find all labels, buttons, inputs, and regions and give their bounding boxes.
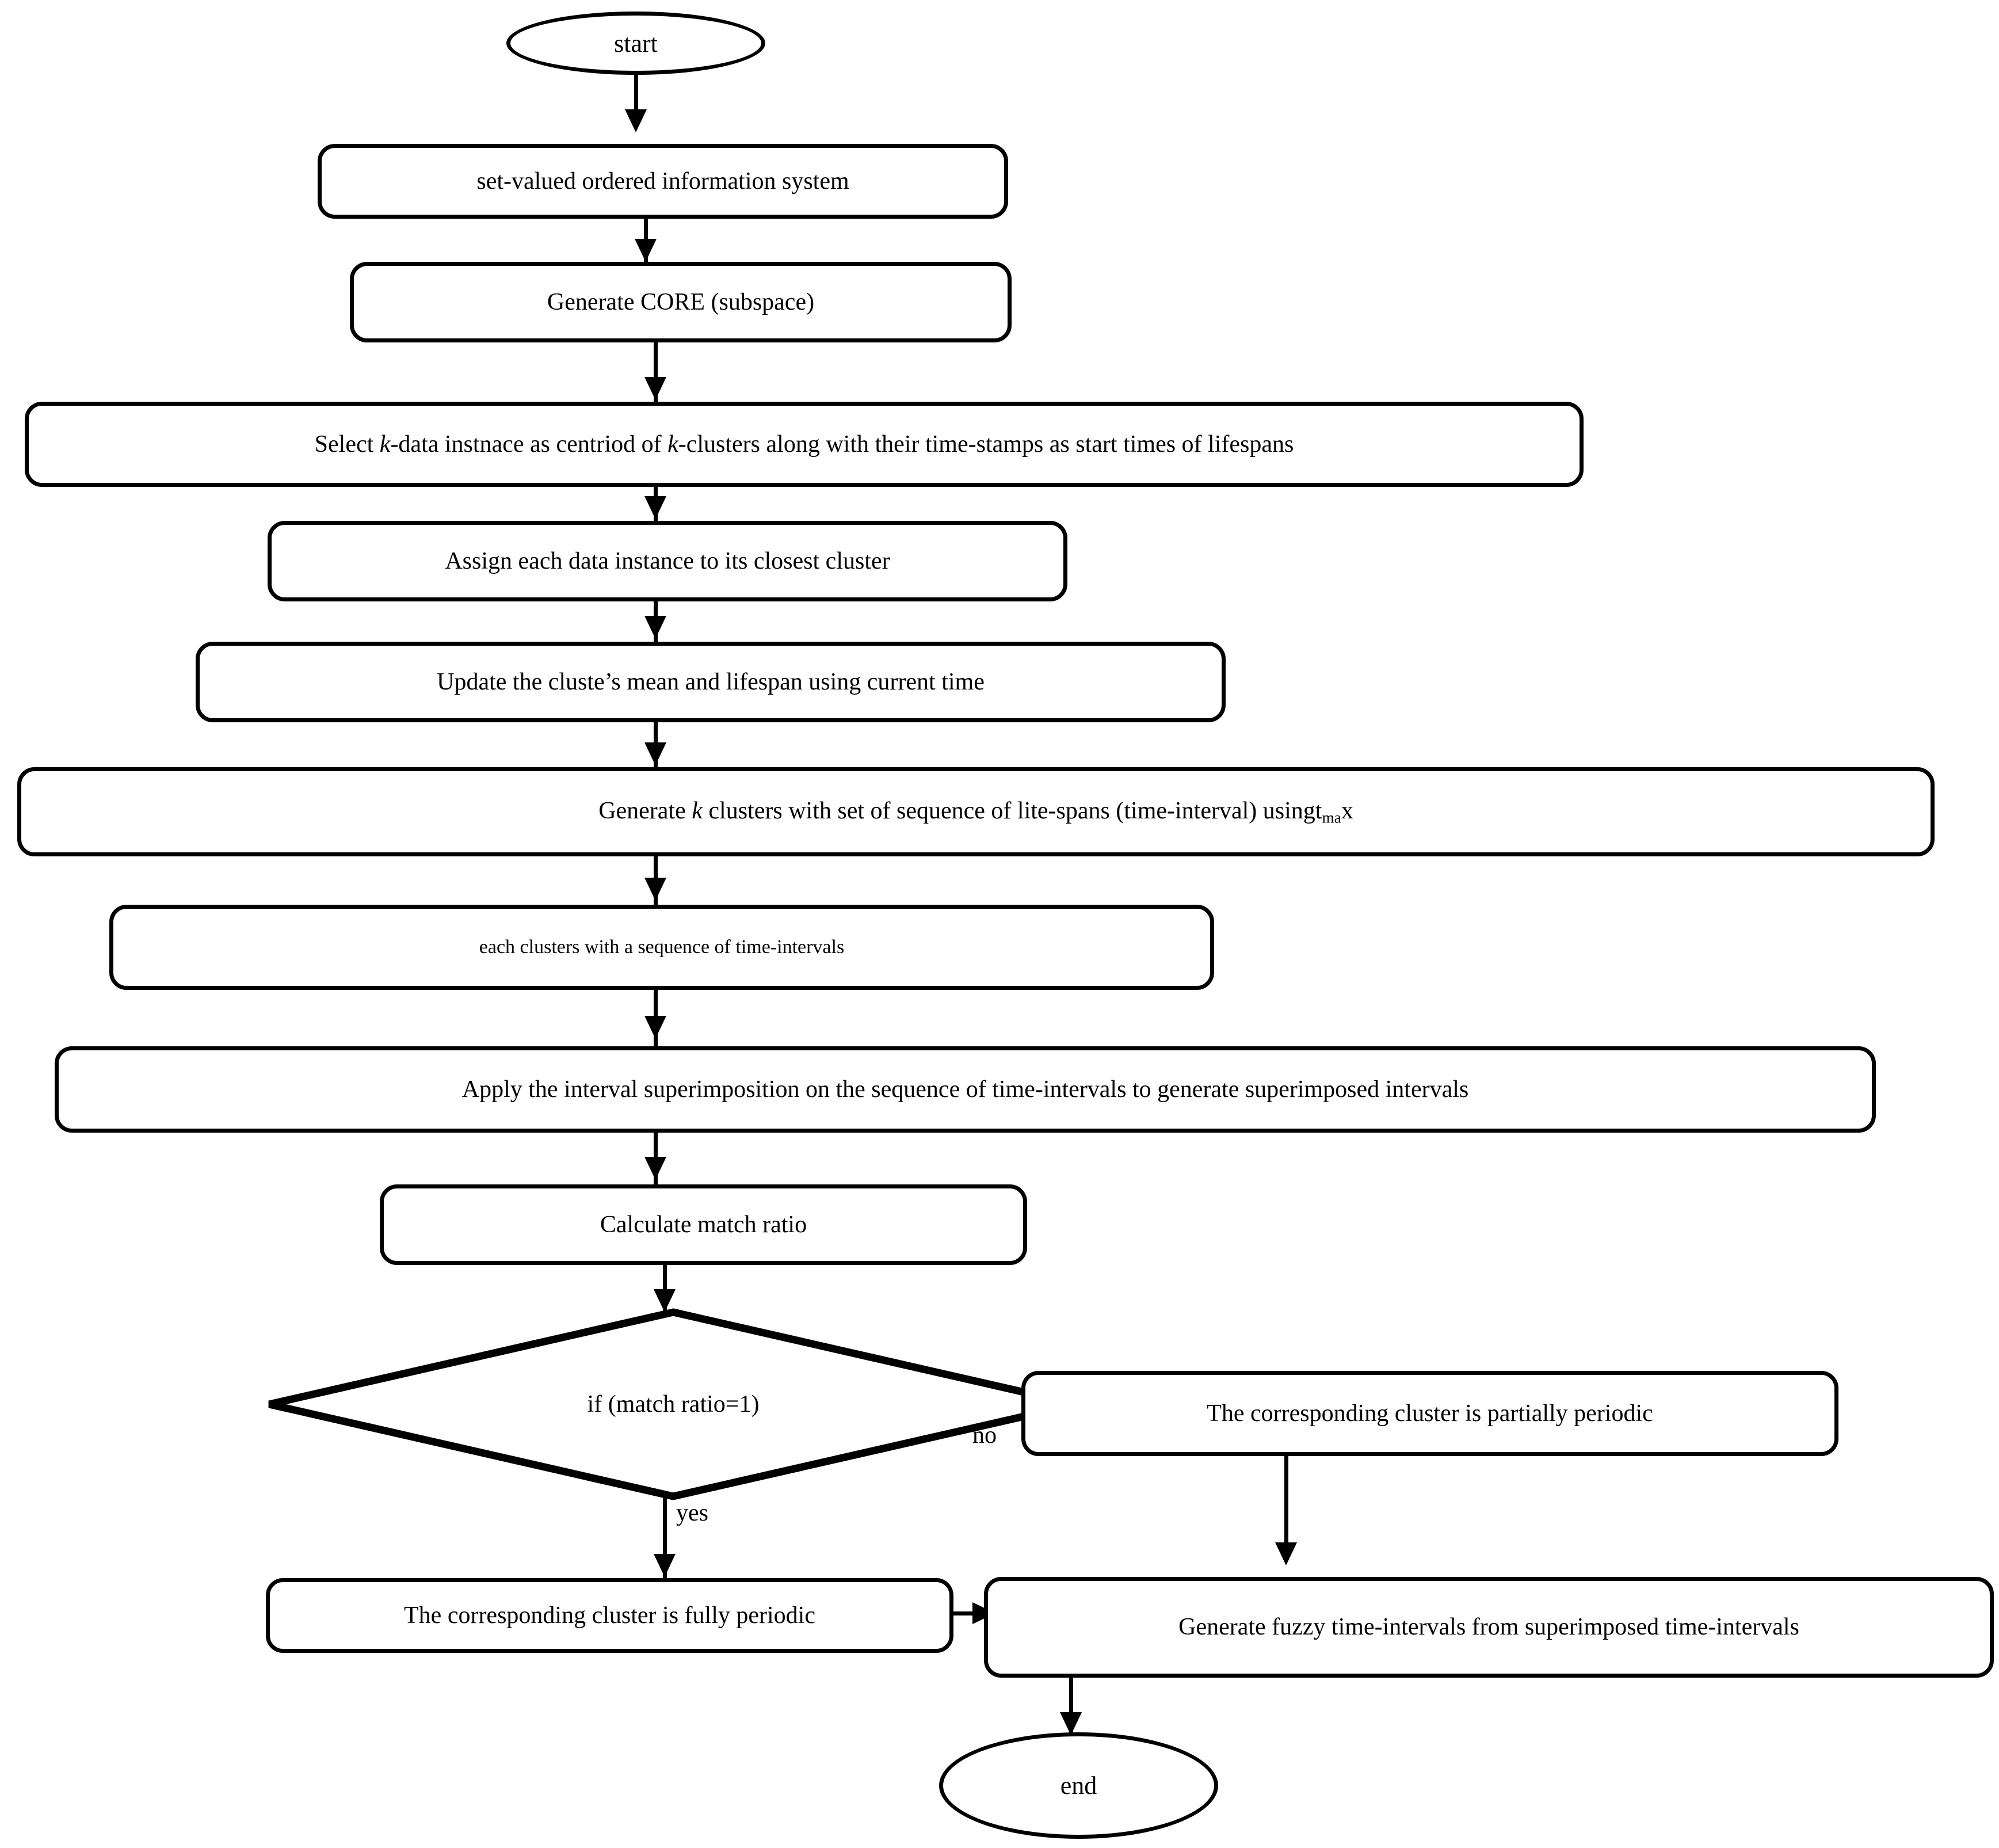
node-decision-label: if (match ratio=1) (587, 1391, 760, 1418)
arrow-head-down-11 (1275, 1542, 1297, 1565)
node-update-cluster-mean: Update the cluste’s mean and lifespan us… (196, 642, 1226, 722)
node-generate-k-label: Generate k clusters with set of sequence… (588, 798, 1364, 826)
node-assign-label: Assign each data instance to its closest… (445, 547, 890, 574)
genk-part3: x (1341, 797, 1353, 824)
node-set-valued-ordered-information-system: set-valued ordered information system (318, 144, 1008, 219)
arrow-head-down-6 (644, 742, 666, 765)
node-calculate-match-ratio: Calculate match ratio (380, 1184, 1027, 1265)
arrow-head-down-7 (644, 878, 666, 901)
arrow-head-down-4 (644, 496, 666, 519)
arrow-head-down-2 (635, 239, 657, 262)
node-partially-label: The corresponding cluster is partially p… (1207, 1400, 1653, 1427)
node-select-k-data: Select k-data instnace as centriod of k-… (25, 402, 1584, 487)
arrow-head-down-yes (654, 1554, 676, 1577)
select-part2: -data instnace as centriod of (390, 430, 668, 458)
node-decision-text-wrap: if (match ratio=1) (265, 1308, 1082, 1501)
edge-label-yes: yes (676, 1500, 708, 1526)
node-svois-label: set-valued ordered information system (476, 167, 849, 195)
node-start: start (506, 12, 765, 75)
node-decision-match-ratio: if (match ratio=1) (265, 1308, 1082, 1501)
select-part1: Select (314, 430, 380, 458)
node-end-label: end (1060, 1771, 1097, 1800)
arrow-head-down-12 (1060, 1712, 1082, 1735)
node-core-label: Generate CORE (subspace) (547, 288, 815, 315)
connector-start-to-svois (634, 73, 638, 113)
node-assign-cluster: Assign each data instance to its closest… (268, 521, 1067, 601)
select-italic-k-2: k (667, 430, 678, 458)
genk-italic-k: k (692, 797, 703, 824)
node-calculate-label: Calculate match ratio (600, 1211, 807, 1238)
connector-fuzzy-to-end (1069, 1678, 1073, 1738)
node-generate-fuzzy-intervals: Generate fuzzy time-intervals from super… (984, 1577, 1994, 1678)
node-start-label: start (614, 29, 658, 58)
select-italic-k-1: k (379, 430, 391, 458)
genk-subscript: ma (1322, 809, 1341, 826)
connector-core-to-select (654, 342, 658, 403)
arrow-head-down-9 (644, 1157, 666, 1180)
node-apply-superimposition: Apply the interval superimposition on th… (55, 1046, 1876, 1133)
arrow-head-down-1 (625, 109, 647, 132)
decision-diamond-shape (268, 1308, 1078, 1500)
node-fully-label: The corresponding cluster is fully perio… (404, 1602, 815, 1629)
node-apply-label: Apply the interval superimposition on th… (461, 1076, 1469, 1103)
node-fuzzy-label: Generate fuzzy time-intervals from super… (1178, 1614, 1799, 1641)
node-end: end (939, 1732, 1218, 1839)
arrow-head-down-5 (644, 616, 666, 639)
connector-decision-yes (663, 1496, 667, 1583)
node-generate-k-clusters: Generate k clusters with set of sequence… (17, 767, 1935, 856)
connector-fully-to-fuzzy (949, 1611, 993, 1615)
node-each-clusters: each clusters with a sequence of time-in… (109, 905, 1214, 990)
arrow-head-down-10 (654, 1289, 676, 1312)
connector-partially-to-fuzzy (1284, 1456, 1288, 1557)
select-part3: -clusters along with their time-stamps a… (678, 430, 1294, 458)
genk-part2: clusters with set of sequence of lite-sp… (702, 797, 1322, 824)
node-generate-core: Generate CORE (subspace) (350, 262, 1012, 342)
node-update-label: Update the cluste’s mean and lifespan us… (437, 668, 985, 695)
node-partially-periodic: The corresponding cluster is partially p… (1021, 1371, 1838, 1456)
node-fully-periodic: The corresponding cluster is fully perio… (266, 1578, 953, 1653)
node-each-clusters-label: each clusters with a sequence of time-in… (479, 936, 845, 958)
arrow-head-down-3 (644, 377, 666, 400)
edge-label-no: no (972, 1422, 997, 1449)
genk-part1: Generate (598, 797, 692, 824)
node-select-k-label: Select k-data instnace as centriod of k-… (304, 431, 1304, 458)
arrow-head-down-8 (644, 1016, 666, 1039)
